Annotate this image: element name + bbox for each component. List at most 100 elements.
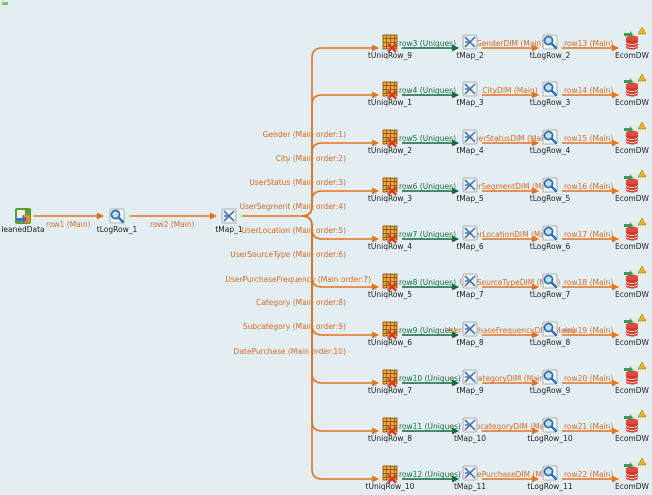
flow-out-label-10[interactable]: row22 (Main) (564, 470, 613, 479)
component-tuniqrow-2[interactable] (382, 129, 398, 148)
component-tlogrow-11[interactable] (542, 465, 558, 481)
component-tlogrow-3[interactable] (542, 81, 558, 97)
tmap1-output-label-8[interactable]: Category (Main order:8) (256, 298, 346, 307)
warning-icon[interactable] (637, 73, 647, 82)
component-tlogrow-5[interactable] (542, 177, 558, 193)
flow-uniques-label-9[interactable]: row11 (Uniques) (399, 422, 461, 431)
component-ecomdw-3[interactable] (624, 126, 639, 145)
component-tlogrow-7[interactable] (542, 273, 558, 289)
warning-icon[interactable] (637, 169, 647, 178)
flow-out-label-3[interactable]: row15 (Main) (564, 134, 613, 143)
flow-dim-label-4[interactable]: UserSegmentDIM (Main) (464, 182, 556, 191)
flow-out-label-1[interactable]: row13 (Main) (564, 39, 613, 48)
component-tlogrow-10[interactable] (542, 417, 558, 433)
component-tlogrow-8[interactable] (542, 321, 558, 337)
warning-icon[interactable] (637, 265, 647, 274)
component-tmap-1[interactable] (221, 208, 237, 224)
component-tlogrow-4[interactable] (542, 129, 558, 145)
flow-dim-label-2[interactable]: CityDIM (Main) (482, 86, 537, 95)
flow-map-output-10[interactable] (301, 215, 379, 483)
component-ecomdw-6[interactable] (624, 270, 639, 289)
flow-dim-label-8[interactable]: CategoryDIM (Main) (473, 374, 548, 383)
component-ecomdw-4[interactable] (624, 174, 639, 193)
warning-icon[interactable] (637, 361, 647, 370)
component-ecomdw-9[interactable] (624, 414, 639, 433)
component-tuniqrow-6[interactable] (382, 321, 398, 340)
flow-uniques-label-8[interactable]: row10 (Uniques) (399, 374, 461, 383)
component-ecomdw-8[interactable] (624, 366, 639, 385)
component-tuniqrow-1[interactable] (382, 81, 398, 100)
component-ecomdw-10[interactable] (624, 462, 639, 481)
warning-icon[interactable] (637, 457, 647, 466)
flow-uniques-label-2[interactable]: row4 (Uniques) (399, 86, 456, 95)
flow-out-label-6[interactable]: row18 (Main) (564, 278, 613, 287)
warning-icon[interactable] (637, 409, 647, 418)
component-tmap-6[interactable] (462, 225, 478, 241)
flow-dim-label-3[interactable]: UserStatusDIM (Main) (469, 134, 551, 143)
flow-uniques-label-3[interactable]: row5 (Uniques) (399, 134, 456, 143)
component-tuniqrow-8[interactable] (382, 417, 398, 436)
component-tmap-9[interactable] (462, 369, 478, 385)
flow-uniques-label-4[interactable]: row6 (Uniques) (399, 182, 456, 191)
flow-dim-label-6[interactable]: UserSourceTypeDIM (Main) (460, 278, 561, 287)
tmap1-output-label-6[interactable]: UserSourceType (Main order:6) (230, 250, 346, 259)
tmap1-output-label-2[interactable]: City (Main order:2) (276, 154, 346, 163)
component-tuniqrow-4[interactable] (382, 225, 398, 244)
component-tmap-11[interactable] (462, 465, 478, 481)
component-tuniqrow-5[interactable] (382, 273, 398, 292)
component-tmap-4[interactable] (462, 129, 478, 145)
component-tlogrow-6[interactable] (542, 225, 558, 241)
component-tmap-3[interactable] (462, 81, 478, 97)
flow-row1-label[interactable]: row1 (Main) (46, 220, 91, 229)
component-ecomdw-1[interactable] (624, 31, 639, 50)
warning-icon[interactable] (637, 217, 647, 226)
flow-map-output-4[interactable] (301, 187, 379, 217)
flow-dim-label-1[interactable]: GenderDIM (Main) (476, 39, 544, 48)
tmap1-output-label-1[interactable]: Gender (Main order:1) (263, 130, 346, 139)
flow-uniques-label-5[interactable]: row7 (Uniques) (399, 230, 456, 239)
component-tmap-8[interactable] (462, 321, 478, 337)
component-tlogrow-2[interactable] (542, 34, 558, 50)
tmap1-output-label-10[interactable]: DatePurchase (Main order:10) (234, 347, 347, 356)
component-ecomdw-7[interactable] (624, 318, 639, 337)
component-tlogrow-6-label: tLogRow_6 (530, 242, 571, 251)
component-ecomdw-5[interactable] (624, 222, 639, 241)
component-tmap-7[interactable] (462, 273, 478, 289)
flow-uniques-label-6[interactable]: row8 (Uniques) (399, 278, 456, 287)
flow-out-label-8[interactable]: row20 (Main) (564, 374, 613, 383)
component-tlogrow-9[interactable] (542, 369, 558, 385)
component-tlogrow-1[interactable] (109, 208, 125, 224)
flow-dim-label-5[interactable]: UserLocationDIM (Main) (465, 230, 554, 239)
warning-icon[interactable] (637, 26, 647, 35)
tmap1-output-label-7[interactable]: UserPurchaseFrequency (Main order:7) (225, 275, 371, 284)
component-ecomdw-2[interactable] (624, 78, 639, 97)
flow-row2-label[interactable]: row2 (Main) (150, 220, 195, 229)
tmap1-output-label-3[interactable]: UserStatus (Main order:3) (249, 178, 346, 187)
component-tmap-5[interactable] (462, 177, 478, 193)
tmap1-output-label-5[interactable]: UserLocation (Main order:5) (241, 226, 346, 235)
flow-uniques-label-7[interactable]: row9 (Uniques) (399, 326, 456, 335)
component-tmap-10[interactable] (462, 417, 478, 433)
component-tuniqrow-9[interactable] (382, 34, 398, 53)
flow-dim-label-9[interactable]: SubcategoryDIM (Main) (466, 422, 554, 431)
component-leaneddata[interactable] (15, 208, 31, 224)
component-tuniqrow-7[interactable] (382, 369, 398, 388)
tmap1-output-label-9[interactable]: Subcategory (Main order:9) (243, 322, 346, 331)
flow-uniques-label-1[interactable]: row3 (Uniques) (399, 39, 456, 48)
flow-uniques-label-10[interactable]: row12 (Uniques) (399, 470, 461, 479)
flow-out-label-2[interactable]: row14 (Main) (564, 86, 613, 95)
tmap1-output-label-4[interactable]: UserSegment (Main order:4) (239, 202, 346, 211)
component-tmap-2[interactable] (462, 34, 478, 50)
flow-out-label-4[interactable]: row16 (Main) (564, 182, 613, 191)
flow-out-label-9[interactable]: row21 (Main) (564, 422, 613, 431)
flow-dim-label-10[interactable]: DatePurchaseDIM (Main) (464, 470, 557, 479)
flow-dim-label-7[interactable]: UserPurchaseFrequencyDIM (Main) (445, 326, 576, 335)
flow-out-label-5[interactable]: row17 (Main) (564, 230, 613, 239)
component-tuniqrow-10[interactable] (382, 465, 398, 484)
warning-icon[interactable] (637, 313, 647, 322)
warning-icon[interactable] (637, 121, 647, 130)
component-tuniqrow-3[interactable] (382, 177, 398, 196)
flow-out-label-7[interactable]: row19 (Main) (564, 326, 613, 335)
database-icon (626, 274, 638, 280)
